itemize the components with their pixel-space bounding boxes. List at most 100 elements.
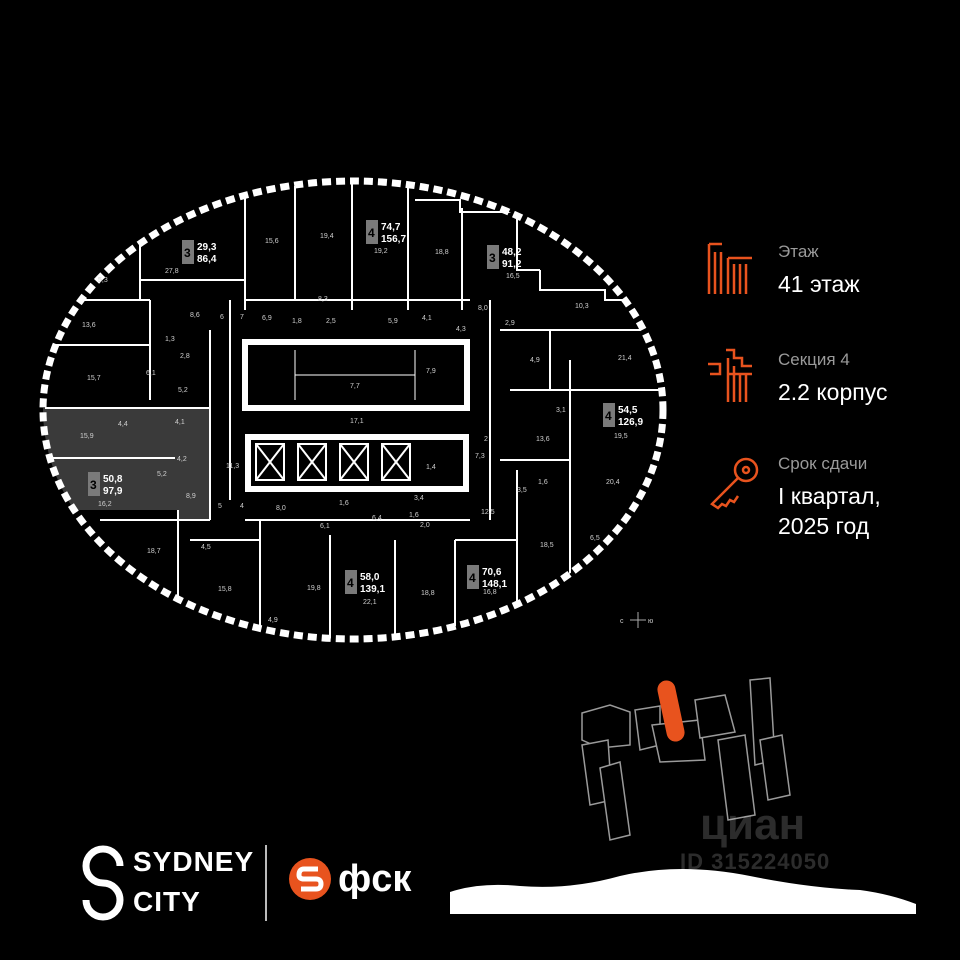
svg-text:4: 4 xyxy=(469,571,476,585)
svg-text:148,1: 148,1 xyxy=(482,579,507,590)
sydney-city-logo-icon xyxy=(82,845,124,921)
section-label: Секция 4 xyxy=(778,350,850,369)
logo-divider xyxy=(265,845,267,921)
key-icon xyxy=(710,457,759,510)
building-core xyxy=(242,339,470,492)
room-area-label: 13,6 xyxy=(536,436,550,443)
room-area-label: 4,4 xyxy=(118,421,128,428)
room-area-label: 8,0 xyxy=(276,505,286,512)
svg-text:70,6: 70,6 xyxy=(482,567,502,578)
room-area-label: 11,3 xyxy=(226,463,239,470)
room-area-label: 4,1 xyxy=(175,419,185,426)
apartment-badge[interactable]: 4 58,0 139,1 xyxy=(345,570,385,595)
compass: с ю xyxy=(620,612,653,628)
brand-name-line1: SYDNEY xyxy=(133,846,255,877)
room-area-label: 4,9 xyxy=(268,617,278,624)
room-area-label: 13,6 xyxy=(82,322,96,329)
room-area-label: 2,0 xyxy=(420,522,430,529)
room-area-label: 8,9 xyxy=(186,493,196,500)
elevator-shafts xyxy=(255,443,411,481)
room-area-label: 15,6 xyxy=(265,238,279,245)
room-area-label: 5,9 xyxy=(388,318,398,325)
room-area-label: 18,8 xyxy=(435,249,449,256)
room-area-label: 8,3 xyxy=(318,296,328,303)
room-area-label: 6 xyxy=(220,314,224,321)
delivery-value-line1: I квартал, xyxy=(778,483,881,509)
room-area-label: 16,2 xyxy=(98,501,112,508)
floor-bars-icon xyxy=(707,242,752,294)
section-value: 2.2 корпус xyxy=(778,379,888,405)
room-area-label: 4,1 xyxy=(422,315,432,322)
room-area-label: 6,1 xyxy=(320,523,330,530)
room-area-label: 4,9 xyxy=(530,357,540,364)
room-area-label: 10,3 xyxy=(575,303,589,310)
room-area-label: 19,2 xyxy=(374,248,388,255)
room-area-label: 18,5 xyxy=(540,542,554,549)
room-area-label: 7 xyxy=(240,314,244,321)
svg-text:54,5: 54,5 xyxy=(618,405,638,416)
svg-text:4: 4 xyxy=(347,576,354,590)
room-area-label: 5,2 xyxy=(178,387,188,394)
apartment-badge[interactable]: 3 48,2 91,2 xyxy=(487,245,522,270)
svg-text:4: 4 xyxy=(605,409,612,423)
developer-name: фск xyxy=(338,858,412,900)
apartment-badge[interactable]: 4 54,5 126,9 xyxy=(603,403,643,428)
fsk-logo-icon xyxy=(289,858,331,900)
river-silhouette xyxy=(450,869,916,914)
room-area-label: 19,5 xyxy=(614,433,628,440)
room-area-label: 1,6 xyxy=(538,479,548,486)
current-building-marker xyxy=(657,680,685,742)
room-area-label: 3,4 xyxy=(414,495,424,502)
room-area-label: 15,7 xyxy=(87,375,101,382)
apartment-badge[interactable]: 4 70,6 148,1 xyxy=(467,565,507,590)
room-area-label: 5 xyxy=(218,503,222,510)
room-area-label: 6,9 xyxy=(262,315,272,322)
room-area-label: 7,3 xyxy=(475,453,485,460)
facade-outline xyxy=(39,177,667,643)
room-area-label: 19,8 xyxy=(307,585,321,592)
room-area-label: 19,4 xyxy=(320,233,334,240)
room-area-label: 1,4 xyxy=(426,464,436,471)
apartment-badge[interactable]: 3 50,8 97,9 xyxy=(88,472,123,497)
delivery-value-line2: 2025 год xyxy=(778,513,870,539)
room-area-label: 1,6 xyxy=(409,512,419,519)
room-area-label: 3,1 xyxy=(556,407,566,414)
room-area-label: 6,5 xyxy=(590,535,600,542)
room-area-label: 15,8 xyxy=(218,586,232,593)
room-area-label: 4,2 xyxy=(177,456,187,463)
svg-text:97,9: 97,9 xyxy=(103,486,123,497)
room-area-label: 2,5 xyxy=(326,318,336,325)
room-area-label: 27,8 xyxy=(165,268,179,275)
room-area-label: 2 xyxy=(484,436,488,443)
apartment-badge[interactable]: 4 74,7 156,7 xyxy=(366,220,406,245)
room-area-label: 18,8 xyxy=(421,590,435,597)
room-area-label: 2,9 xyxy=(505,320,515,327)
svg-text:3: 3 xyxy=(489,251,496,265)
svg-text:4: 4 xyxy=(368,226,375,240)
apartment-badge[interactable]: 3 29,3 86,4 xyxy=(182,240,217,265)
room-area-label: 17,1 xyxy=(350,418,364,425)
room-area-label: 22,1 xyxy=(363,599,377,606)
room-area-label: 2,8 xyxy=(180,353,190,360)
stair-hatching xyxy=(294,350,416,400)
svg-text:86,4: 86,4 xyxy=(197,254,217,265)
svg-text:29,3: 29,3 xyxy=(197,242,217,253)
room-area-label: 4,3 xyxy=(456,326,466,333)
river-label: Р.МОСКВА xyxy=(474,895,528,906)
highlighted-apartment[interactable] xyxy=(40,408,210,520)
room-area-label: 5,2 xyxy=(157,471,167,478)
svg-text:126,9: 126,9 xyxy=(618,417,643,428)
room-area-label: 4 xyxy=(240,503,244,510)
section-stairs-icon xyxy=(708,348,752,402)
room-area-label: 1,8 xyxy=(292,318,302,325)
floor-label: Этаж xyxy=(778,242,819,261)
room-area-label: 4,5 xyxy=(201,544,211,551)
room-area-label: 15,9 xyxy=(80,433,94,440)
interior-walls xyxy=(43,182,663,639)
delivery-label: Срок сдачи xyxy=(778,454,868,473)
room-area-label: 6,1 xyxy=(146,370,156,377)
room-area-label: 16,5 xyxy=(506,273,520,280)
room-area-label: 7,7 xyxy=(350,383,360,390)
room-area-label: 1,3 xyxy=(165,336,175,343)
